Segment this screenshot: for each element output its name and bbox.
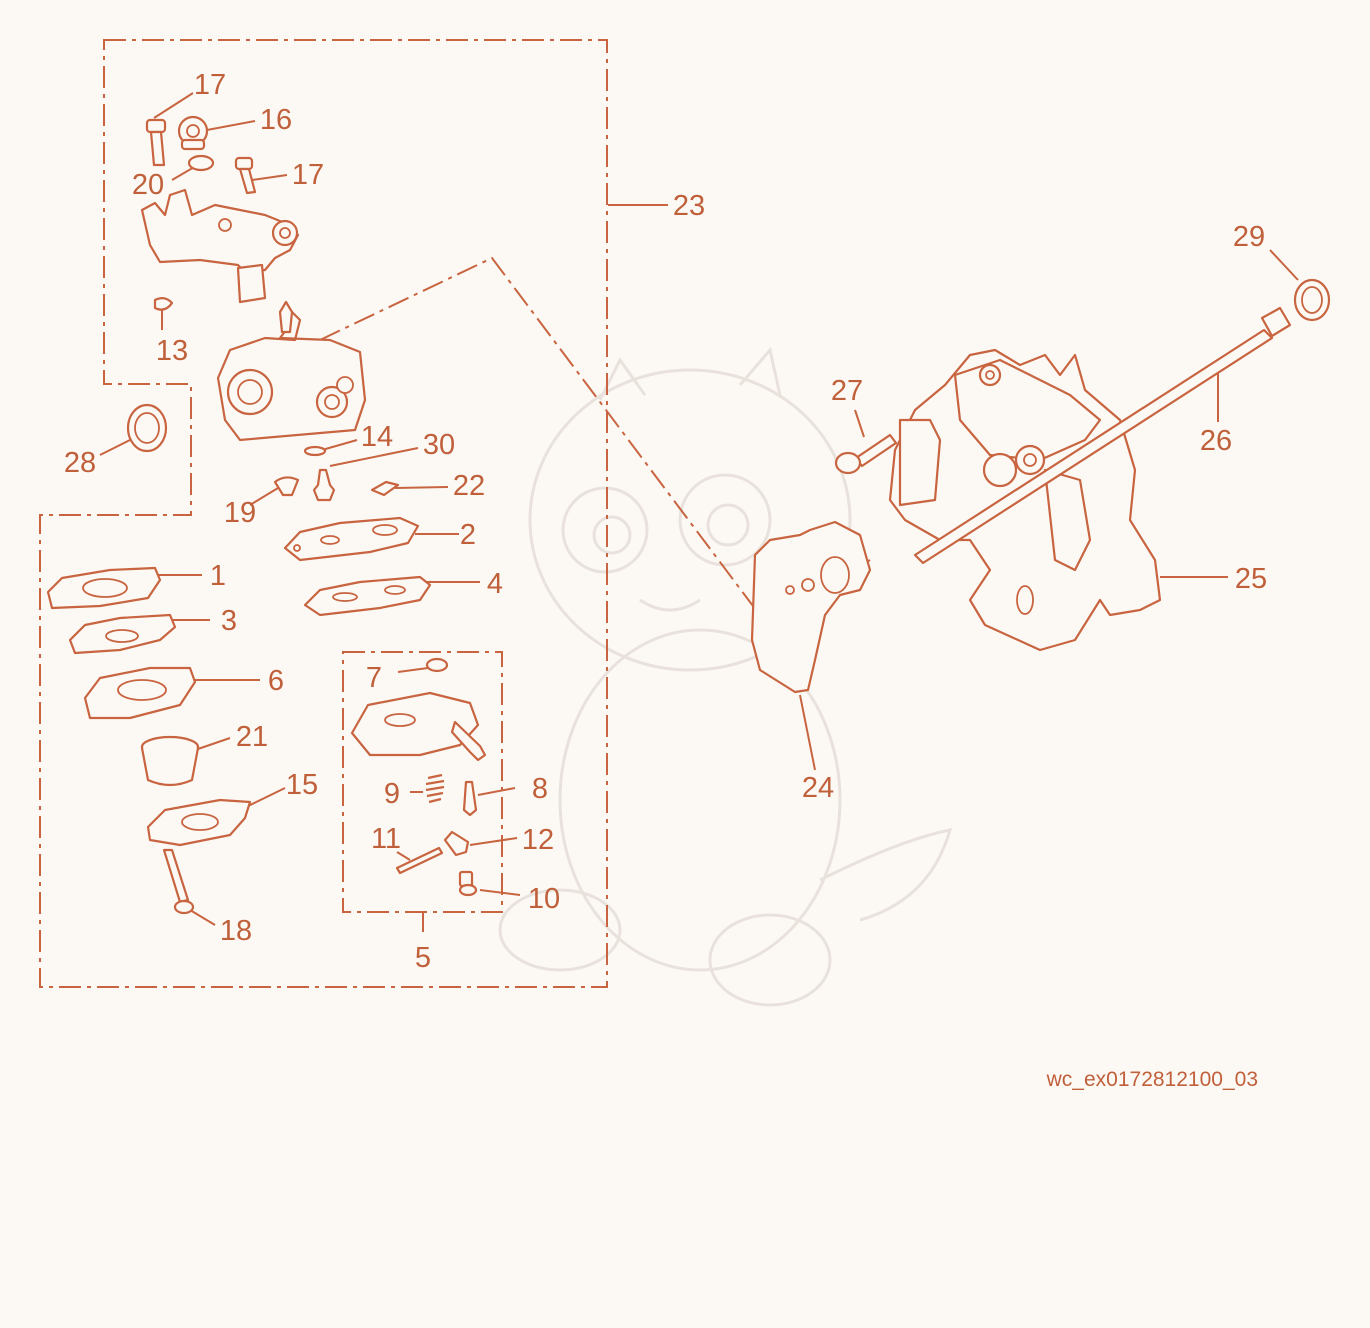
carburetor-body [216,300,367,442]
housing-25 [888,348,1162,652]
clip-13 [153,296,174,311]
callout-10: 10 [528,883,560,915]
screw-10 [458,870,478,897]
lever-12 [443,830,470,857]
callout-13: 13 [156,335,188,367]
callout-24: 24 [802,772,834,804]
drawing-reference: wc_ex0172812100_03 [1046,1068,1258,1091]
callout-30: 30 [423,429,455,461]
needle-valve-body [350,691,487,762]
callout-21: 21 [236,721,268,753]
callout-17-right: 17 [292,159,324,191]
long-bolt-26 [913,306,1292,565]
plate-6 [83,666,197,720]
group-box-23 [39,39,608,988]
callout-29: 29 [1233,221,1265,253]
screw-17-a [145,118,167,167]
cover-15 [146,798,252,847]
gasket-24 [750,520,872,694]
callout-12: 12 [522,824,554,856]
callout-18: 18 [220,915,252,947]
watermark-mascot [498,346,953,1007]
callout-26: 26 [1200,425,1232,457]
screw-17-b [234,156,257,195]
leader-lines [99,92,1299,932]
callout-23: 23 [673,190,705,222]
callout-3: 3 [221,605,237,637]
extension-line-24 [319,256,871,624]
callout-22: 22 [453,470,485,502]
callout-8: 8 [532,773,548,805]
callout-labels: 1 2 3 4 5 6 7 8 9 10 11 12 13 14 15 16 1… [64,69,1267,974]
callout-28: 28 [64,447,96,479]
callout-19: 19 [224,497,256,529]
bolt-27 [834,433,898,475]
callout-5: 5 [415,942,431,974]
spring-9 [425,773,445,804]
needle-30 [312,468,336,502]
o-ring-7 [425,657,449,673]
gasket-2 [283,516,420,562]
callout-4: 4 [487,568,503,600]
pin-11 [395,846,444,875]
washer-29 [1293,278,1331,322]
cap-19 [273,476,300,497]
o-ring-28 [126,403,168,453]
gasket-1 [46,566,162,610]
bolt-18 [162,848,195,915]
callout-27: 27 [831,375,863,407]
group-box-5 [342,651,503,913]
callout-15: 15 [286,769,318,801]
callout-9: 9 [384,778,400,810]
callout-1: 1 [210,560,226,592]
o-ring-20 [187,154,215,172]
o-ring-14 [303,445,327,457]
cup-21 [140,735,200,787]
callout-14: 14 [361,421,393,453]
banjo-fitting-16 [177,115,209,151]
callout-7: 7 [366,662,382,694]
callout-20: 20 [132,169,164,201]
needle-8 [462,780,478,817]
callout-11: 11 [371,823,401,855]
callout-2: 2 [460,519,476,551]
gasket-3 [68,613,177,655]
throttle-lever-bracket [140,188,300,304]
gasket-4 [303,575,432,617]
callout-16: 16 [260,104,292,136]
callout-6: 6 [268,665,284,697]
callout-17-top: 17 [194,69,226,101]
callout-25: 25 [1235,563,1267,595]
block-22 [370,480,400,497]
